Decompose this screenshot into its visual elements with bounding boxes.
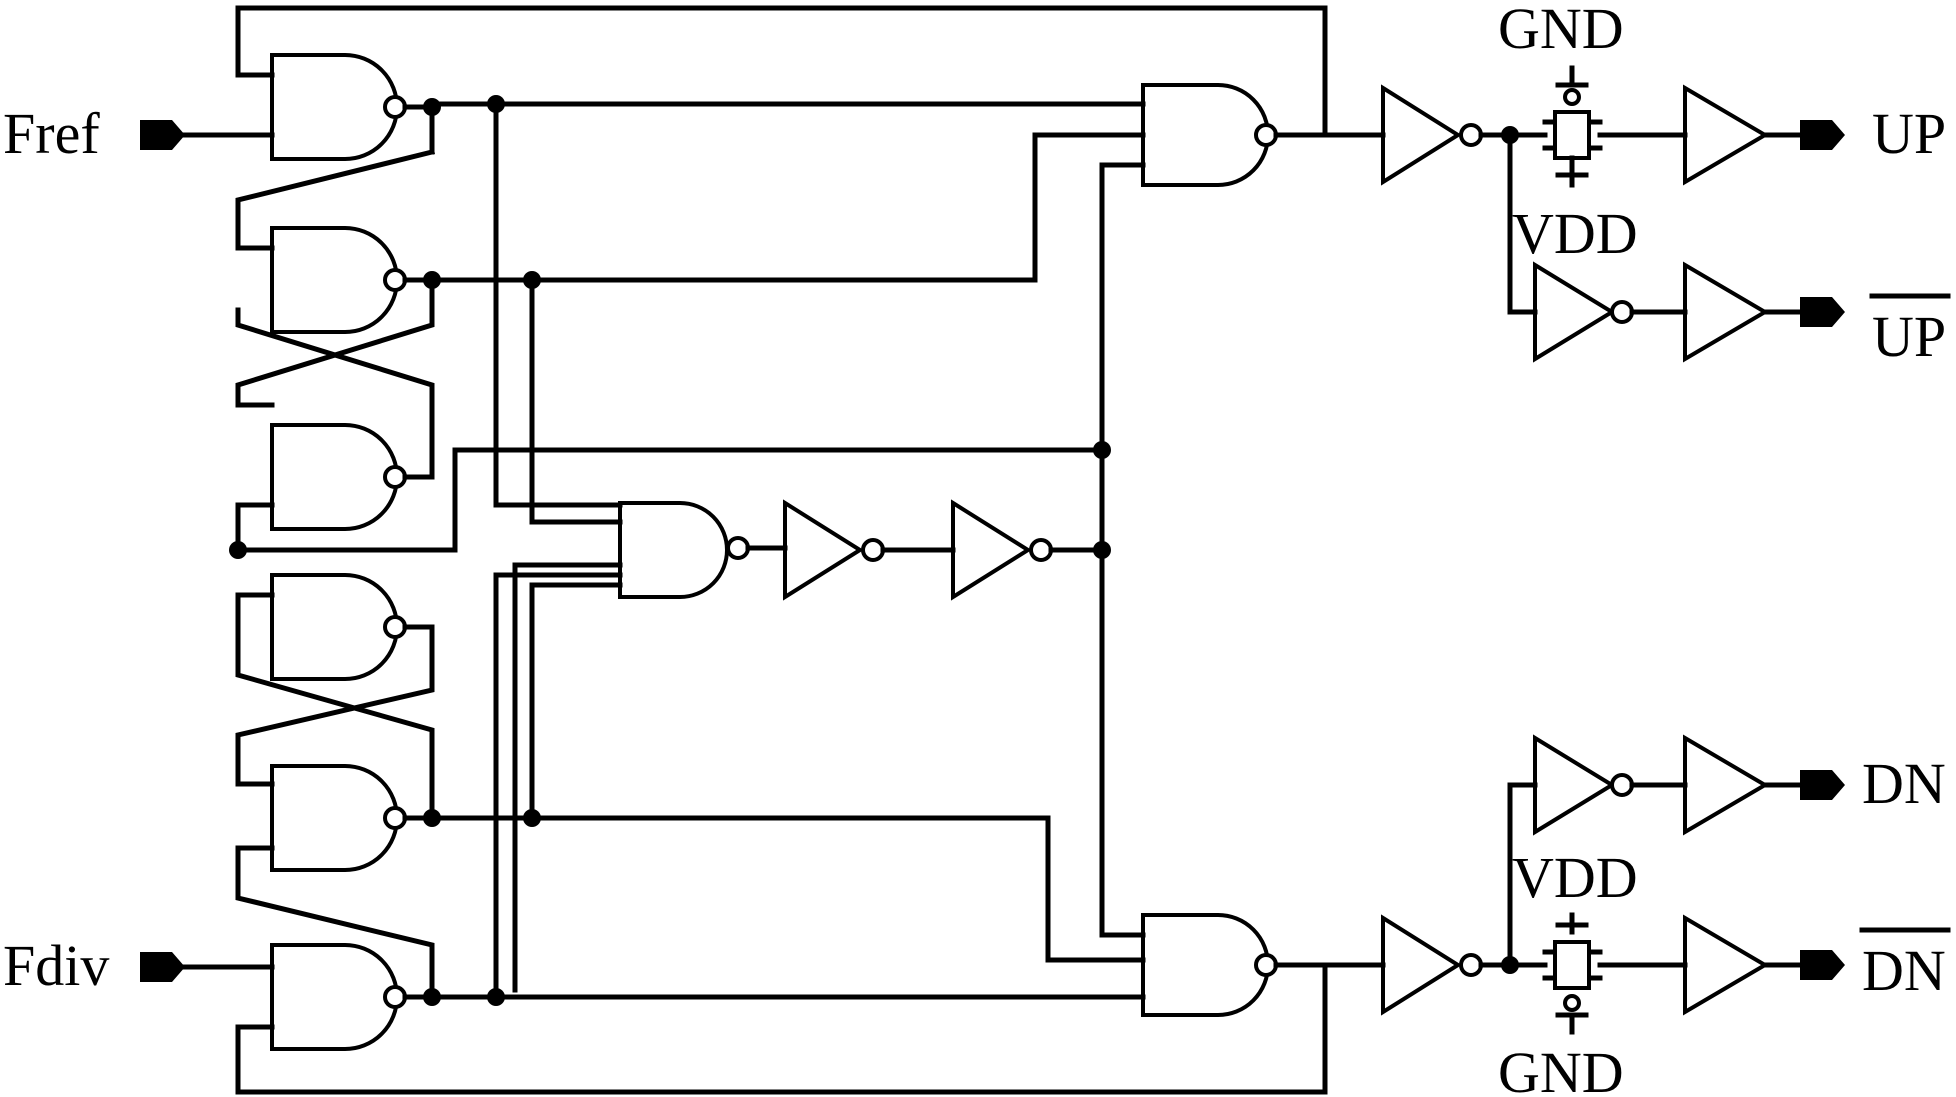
- up-label: UP: [1872, 101, 1946, 166]
- up-bar-label: UP: [1872, 304, 1946, 369]
- gnd-top-label: GND: [1498, 0, 1624, 61]
- reset-inverter-2: [951, 499, 1053, 601]
- port-pins: [140, 120, 1845, 982]
- nand-gate-1: [270, 53, 407, 161]
- nand-gate-2: [270, 226, 407, 334]
- wires: [177, 5, 1803, 1095]
- reset-nand-gate: [618, 501, 750, 599]
- dn-nand-gate: [1141, 913, 1278, 1017]
- up-bar-inverter: [1533, 261, 1634, 363]
- up-buffer: [1683, 84, 1769, 186]
- dn-label: DN: [1862, 751, 1946, 816]
- nand-gate-4: [270, 573, 407, 681]
- dn-inverter: [1533, 734, 1634, 836]
- dn-bar-buffer: [1683, 914, 1769, 1016]
- vdd-top-label: VDD: [1512, 201, 1638, 266]
- nand-gate-3: [270, 423, 407, 531]
- dn-buffer: [1683, 734, 1769, 836]
- up-nand-gate: [1141, 83, 1278, 187]
- reset-inverter-1: [783, 499, 885, 601]
- dn-bar-label: DN: [1862, 938, 1946, 1003]
- up-inverter: [1381, 84, 1483, 186]
- fref-label: Fref: [3, 101, 100, 166]
- dn-transmission-gate: [1542, 912, 1603, 1035]
- nand-gate-5: [270, 764, 407, 872]
- fdiv-label: Fdiv: [3, 933, 109, 998]
- up-bar-buffer: [1683, 261, 1769, 363]
- gnd-bottom-label: GND: [1498, 1040, 1624, 1097]
- dn-bar-inverter: [1381, 914, 1483, 1016]
- up-transmission-gate: [1542, 65, 1603, 188]
- vdd-bottom-label: VDD: [1512, 845, 1638, 910]
- junction-dots: [229, 95, 1519, 1006]
- nand-gate-6: [270, 943, 407, 1051]
